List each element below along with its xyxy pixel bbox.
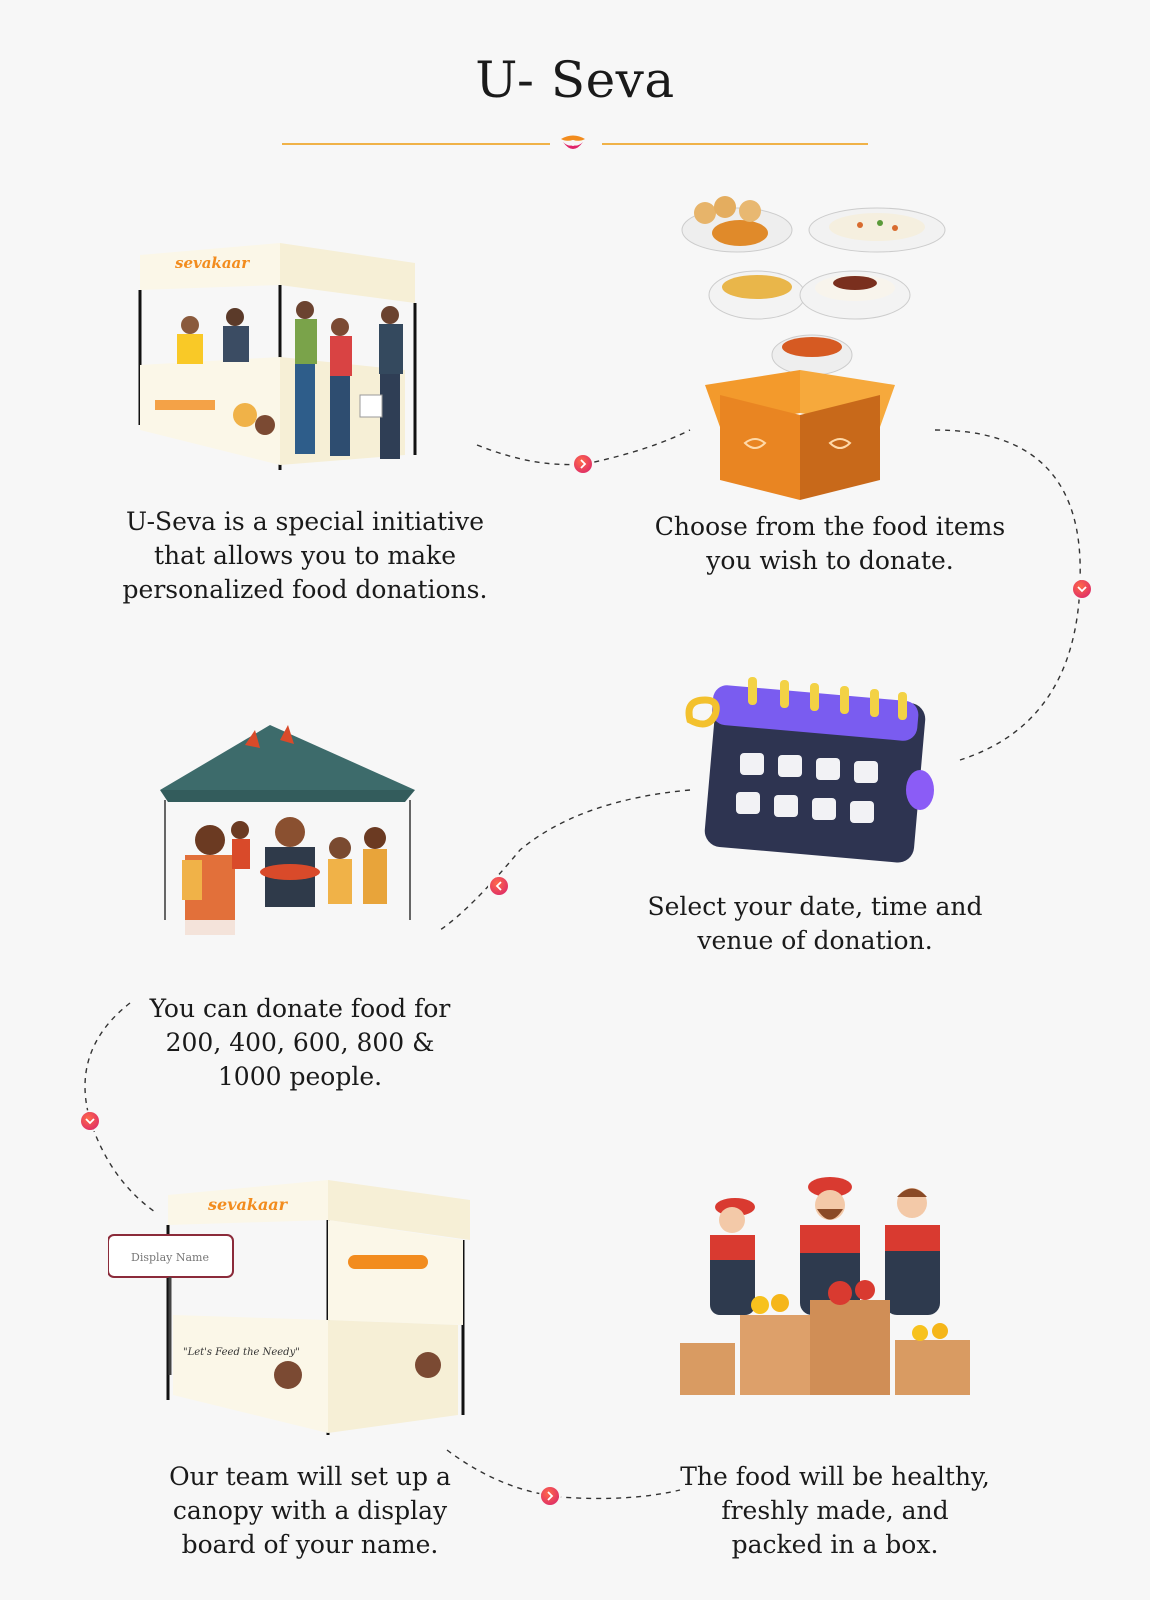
step-5-caption: Our team will set up a canopy with a dis… bbox=[110, 1460, 510, 1562]
step-1-line-2: that allows you to make bbox=[154, 541, 456, 570]
display-board-canopy-icon: sevakaar "Let's Feed the Needy" Display … bbox=[108, 1180, 470, 1435]
canopy-slogan-text: "Let's Feed the Needy" bbox=[183, 1347, 300, 1358]
chevron-down-icon bbox=[85, 1118, 95, 1125]
stall-brand-text: sevakaar bbox=[175, 254, 250, 272]
step-6-caption: The food will be healthy, freshly made, … bbox=[635, 1460, 1035, 1562]
step-4-line-3: 1000 people. bbox=[217, 1062, 383, 1091]
food-box-icon bbox=[681, 196, 946, 500]
step-6-line-1: The food will be healthy, bbox=[680, 1462, 990, 1491]
step-5-line-2: canopy with a display bbox=[172, 1496, 448, 1525]
step-1-caption: U-Seva is a special initiative that allo… bbox=[100, 505, 510, 607]
connector-dot-5 bbox=[541, 1487, 559, 1505]
step-1-line-3: personalized food donations. bbox=[122, 575, 488, 604]
title-divider-left bbox=[282, 143, 550, 145]
step-6-line-3: packed in a box. bbox=[731, 1530, 939, 1559]
canopy-brand-text: sevakaar bbox=[207, 1195, 289, 1214]
step-4-caption: You can donate food for 200, 400, 600, 8… bbox=[100, 992, 500, 1094]
step-2-caption: Choose from the food items you wish to d… bbox=[620, 510, 1040, 578]
connector-dot-1 bbox=[574, 455, 592, 473]
food-distribution-canopy-icon bbox=[140, 725, 430, 970]
step-2-line-1: Choose from the food items bbox=[654, 512, 1006, 541]
connector-dot-2 bbox=[1073, 580, 1091, 598]
step-3-line-1: Select your date, time and bbox=[647, 892, 983, 921]
step-2-line-2: you wish to donate. bbox=[706, 546, 954, 575]
sevakaar-stall-icon: sevakaar bbox=[138, 243, 417, 470]
chevron-right-icon bbox=[580, 459, 587, 469]
calendar-icon bbox=[685, 677, 934, 863]
step-1-line-1: U-Seva is a special initiative bbox=[125, 507, 485, 536]
display-board-text: Display Name bbox=[131, 1251, 209, 1264]
step-5-line-3: board of your name. bbox=[181, 1530, 439, 1559]
packing-team-icon bbox=[680, 1177, 970, 1395]
page-title: U- Seva bbox=[475, 51, 675, 109]
step-3-caption: Select your date, time and venue of dona… bbox=[605, 890, 1025, 958]
chevron-down-icon bbox=[1077, 586, 1087, 593]
step-4-line-2: 200, 400, 600, 800 & bbox=[165, 1028, 435, 1057]
step-6-line-2: freshly made, and bbox=[721, 1496, 949, 1525]
chevron-right-icon bbox=[547, 1491, 554, 1501]
step-4-line-1: You can donate food for bbox=[149, 994, 451, 1023]
chevron-left-icon bbox=[495, 881, 502, 891]
title-divider-right bbox=[602, 143, 868, 145]
connector-dot-4 bbox=[81, 1112, 99, 1130]
step-3-line-2: venue of donation. bbox=[697, 926, 933, 955]
connector-dot-3 bbox=[490, 877, 508, 895]
step-5-line-1: Our team will set up a bbox=[169, 1462, 451, 1491]
sevakaar-logo-icon bbox=[561, 135, 585, 149]
